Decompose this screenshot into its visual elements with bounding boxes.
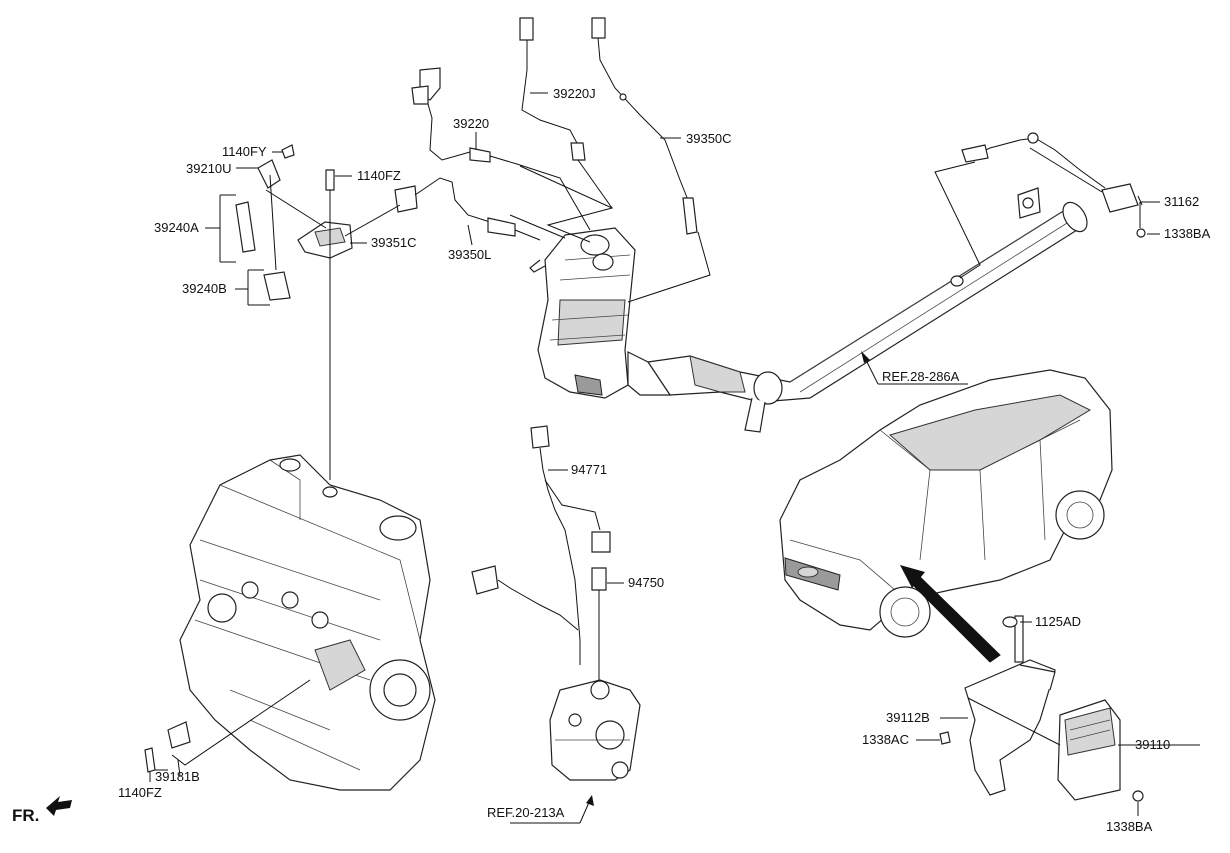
label-39112B: 39112B bbox=[886, 710, 930, 725]
exhaust-pipe bbox=[646, 187, 1088, 433]
front-direction-arrow bbox=[46, 796, 72, 816]
label-94750: 94750 bbox=[628, 575, 665, 590]
label-39181B: 39181B bbox=[155, 769, 200, 784]
label-ref-28-286a: REF.28-286A bbox=[882, 369, 960, 384]
front-direction-label: FR. bbox=[12, 806, 40, 825]
label-39110: 39110 bbox=[1135, 737, 1171, 752]
label-94771: 94771 bbox=[571, 462, 608, 477]
label-31162: 31162 bbox=[1164, 194, 1200, 209]
ref28-arrowhead bbox=[861, 351, 870, 363]
label-1140FZ-bottom: 1140FZ bbox=[118, 785, 162, 800]
label-39351C: 39351C bbox=[371, 235, 417, 250]
label-39220J: 39220J bbox=[553, 86, 596, 101]
label-1338BA-bottom: 1338BA bbox=[1106, 819, 1153, 834]
vehicle-illustration bbox=[779, 369, 1113, 638]
dpf-catalyst bbox=[529, 227, 672, 399]
label-ref-20-213a: REF.20-213A bbox=[487, 805, 565, 820]
label-39240A: 39240A bbox=[154, 220, 199, 235]
label-1125AD: 1125AD bbox=[1035, 614, 1082, 629]
label-39350L: 39350L bbox=[448, 247, 492, 262]
label-39240B: 39240B bbox=[182, 281, 227, 296]
label-39210U: 39210U bbox=[186, 161, 232, 176]
label-1140FZ-top: 1140FZ bbox=[357, 168, 401, 183]
ecu-assembly bbox=[939, 615, 1144, 802]
label-39350C: 39350C bbox=[686, 131, 732, 146]
label-1140FY: 1140FY bbox=[222, 144, 267, 159]
label-1338BA-top: 1338BA bbox=[1164, 226, 1211, 241]
ecu-location-arrowhead bbox=[900, 565, 925, 588]
egr-actuator bbox=[471, 425, 641, 781]
leader-lines bbox=[149, 92, 1200, 824]
ref20-arrowhead bbox=[586, 795, 594, 806]
bracket-parts bbox=[144, 144, 353, 773]
label-39220: 39220 bbox=[453, 116, 490, 131]
label-1338AC: 1338AC bbox=[862, 732, 909, 747]
sensor-harnesses bbox=[394, 17, 1146, 241]
engine-block bbox=[179, 454, 436, 791]
